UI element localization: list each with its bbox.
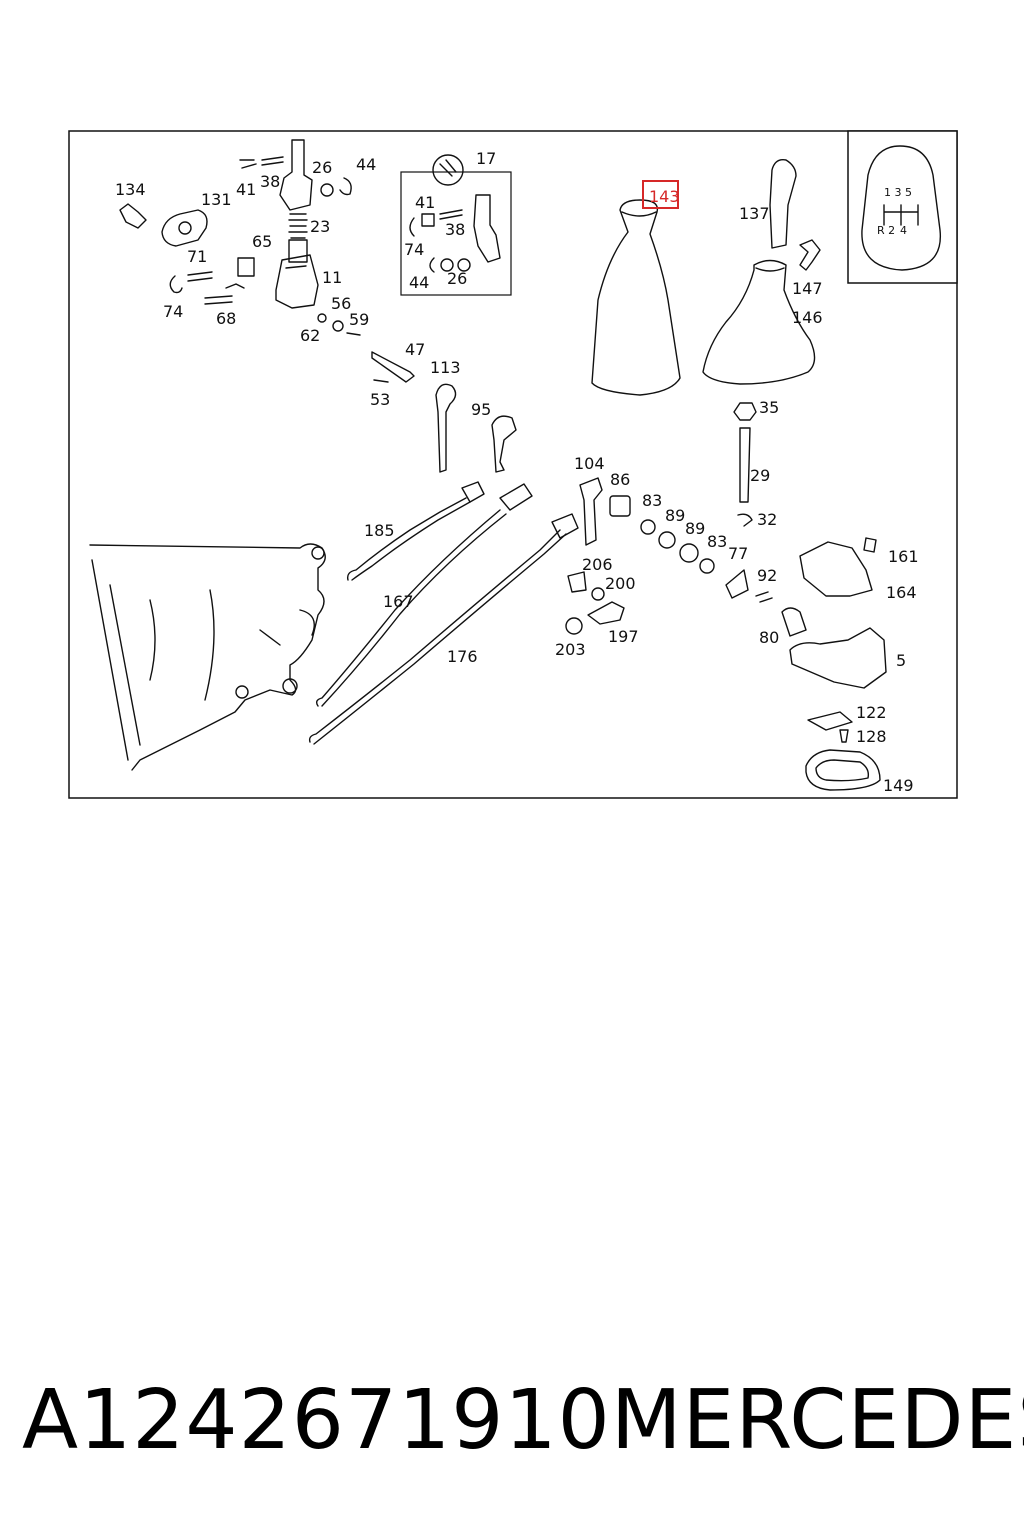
- callout-label: 80: [759, 628, 779, 647]
- linkage-parts: [565, 477, 807, 637]
- callout-label: 164: [886, 583, 917, 602]
- callout-label: 200: [605, 574, 636, 593]
- callout-label: 26: [447, 269, 467, 288]
- callout-label: 71: [187, 247, 207, 266]
- shift-boot-146: [702, 259, 816, 385]
- diagram-frame: [68, 130, 958, 799]
- callout-label: 74: [163, 302, 183, 321]
- callout-label: 128: [856, 727, 887, 746]
- gear-knob-boot-143: [591, 199, 681, 396]
- shift-pattern-icon: 1 3 5 R 2 4: [861, 145, 942, 271]
- callout-label: 161: [888, 547, 919, 566]
- parts-diagram: 1 3 5 R 2 4: [68, 130, 958, 799]
- callout-label: 197: [608, 627, 639, 646]
- callout-label: 167: [383, 592, 414, 611]
- inset-parts: [409, 154, 501, 273]
- callout-label: 41: [415, 193, 435, 212]
- transmission-housing: [89, 543, 326, 771]
- callout-label: 56: [331, 294, 351, 313]
- levers: [435, 383, 517, 473]
- callout-label: 203: [555, 640, 586, 659]
- callout-label: 149: [883, 776, 914, 795]
- callout-label: 53: [370, 390, 390, 409]
- shift-lever-rod: [733, 402, 757, 527]
- callout-label: 23: [310, 217, 330, 236]
- callout-label: 131: [201, 190, 232, 209]
- callout-label: 62: [300, 326, 320, 345]
- shift-pattern-frame: [847, 130, 958, 284]
- callout-label: 38: [445, 220, 465, 239]
- callout-label: 137: [739, 204, 770, 223]
- part-number: A1242671910: [22, 1372, 611, 1468]
- callout-label: 89: [665, 506, 685, 525]
- callout-label: 89: [685, 519, 705, 538]
- shift-rods: [308, 481, 579, 745]
- callout-label: 122: [856, 703, 887, 722]
- shift-pattern-row2-right: 4: [900, 224, 907, 237]
- callout-label: 26: [312, 158, 332, 177]
- callout-label: 59: [349, 310, 369, 329]
- callout-label: 74: [404, 240, 424, 259]
- clip-147: [799, 239, 821, 271]
- callout-label: 41: [236, 180, 256, 199]
- callout-label: 11: [322, 268, 342, 287]
- callout-label: 104: [574, 454, 605, 473]
- callout-label: 176: [447, 647, 478, 666]
- callout-label: 77: [728, 544, 748, 563]
- callout-label: 113: [430, 358, 461, 377]
- callout-label-highlighted: 143: [649, 187, 680, 206]
- callout-label: 185: [364, 521, 395, 540]
- callout-highlight-box: [642, 180, 679, 209]
- gear-knob-137: [769, 159, 797, 249]
- selector-assembly: [119, 139, 415, 383]
- callout-label: 44: [409, 273, 429, 292]
- callout-label: 206: [582, 555, 613, 574]
- callout-label: 92: [757, 566, 777, 585]
- shift-pattern-row2-left: R 2: [877, 224, 895, 237]
- callout-labels: 134 131 41 38 26 44 23 65 11 71 74 68 56…: [115, 149, 919, 795]
- callout-label: 17: [476, 149, 496, 168]
- callout-label: 83: [642, 491, 662, 510]
- callout-label: 5: [896, 651, 906, 670]
- callout-label: 134: [115, 180, 146, 199]
- callout-label: 44: [356, 155, 376, 174]
- callout-label: 29: [750, 466, 770, 485]
- callout-label: 95: [471, 400, 491, 419]
- caption: A1242671910 MERCEDES: [22, 1365, 1024, 1475]
- callout-label: 146: [792, 308, 823, 327]
- shift-pattern-row1: 1 3 5: [884, 186, 912, 199]
- callout-label: 147: [792, 279, 823, 298]
- brand-name: MERCEDES: [610, 1372, 1024, 1468]
- callout-label: 65: [252, 232, 272, 251]
- callout-label: 68: [216, 309, 236, 328]
- callout-label: 83: [707, 532, 727, 551]
- callout-label: 38: [260, 172, 280, 191]
- callout-label: 32: [757, 510, 777, 529]
- callout-label: 47: [405, 340, 425, 359]
- callout-label: 35: [759, 398, 779, 417]
- callout-label: 86: [610, 470, 630, 489]
- shifter-base: [789, 537, 887, 791]
